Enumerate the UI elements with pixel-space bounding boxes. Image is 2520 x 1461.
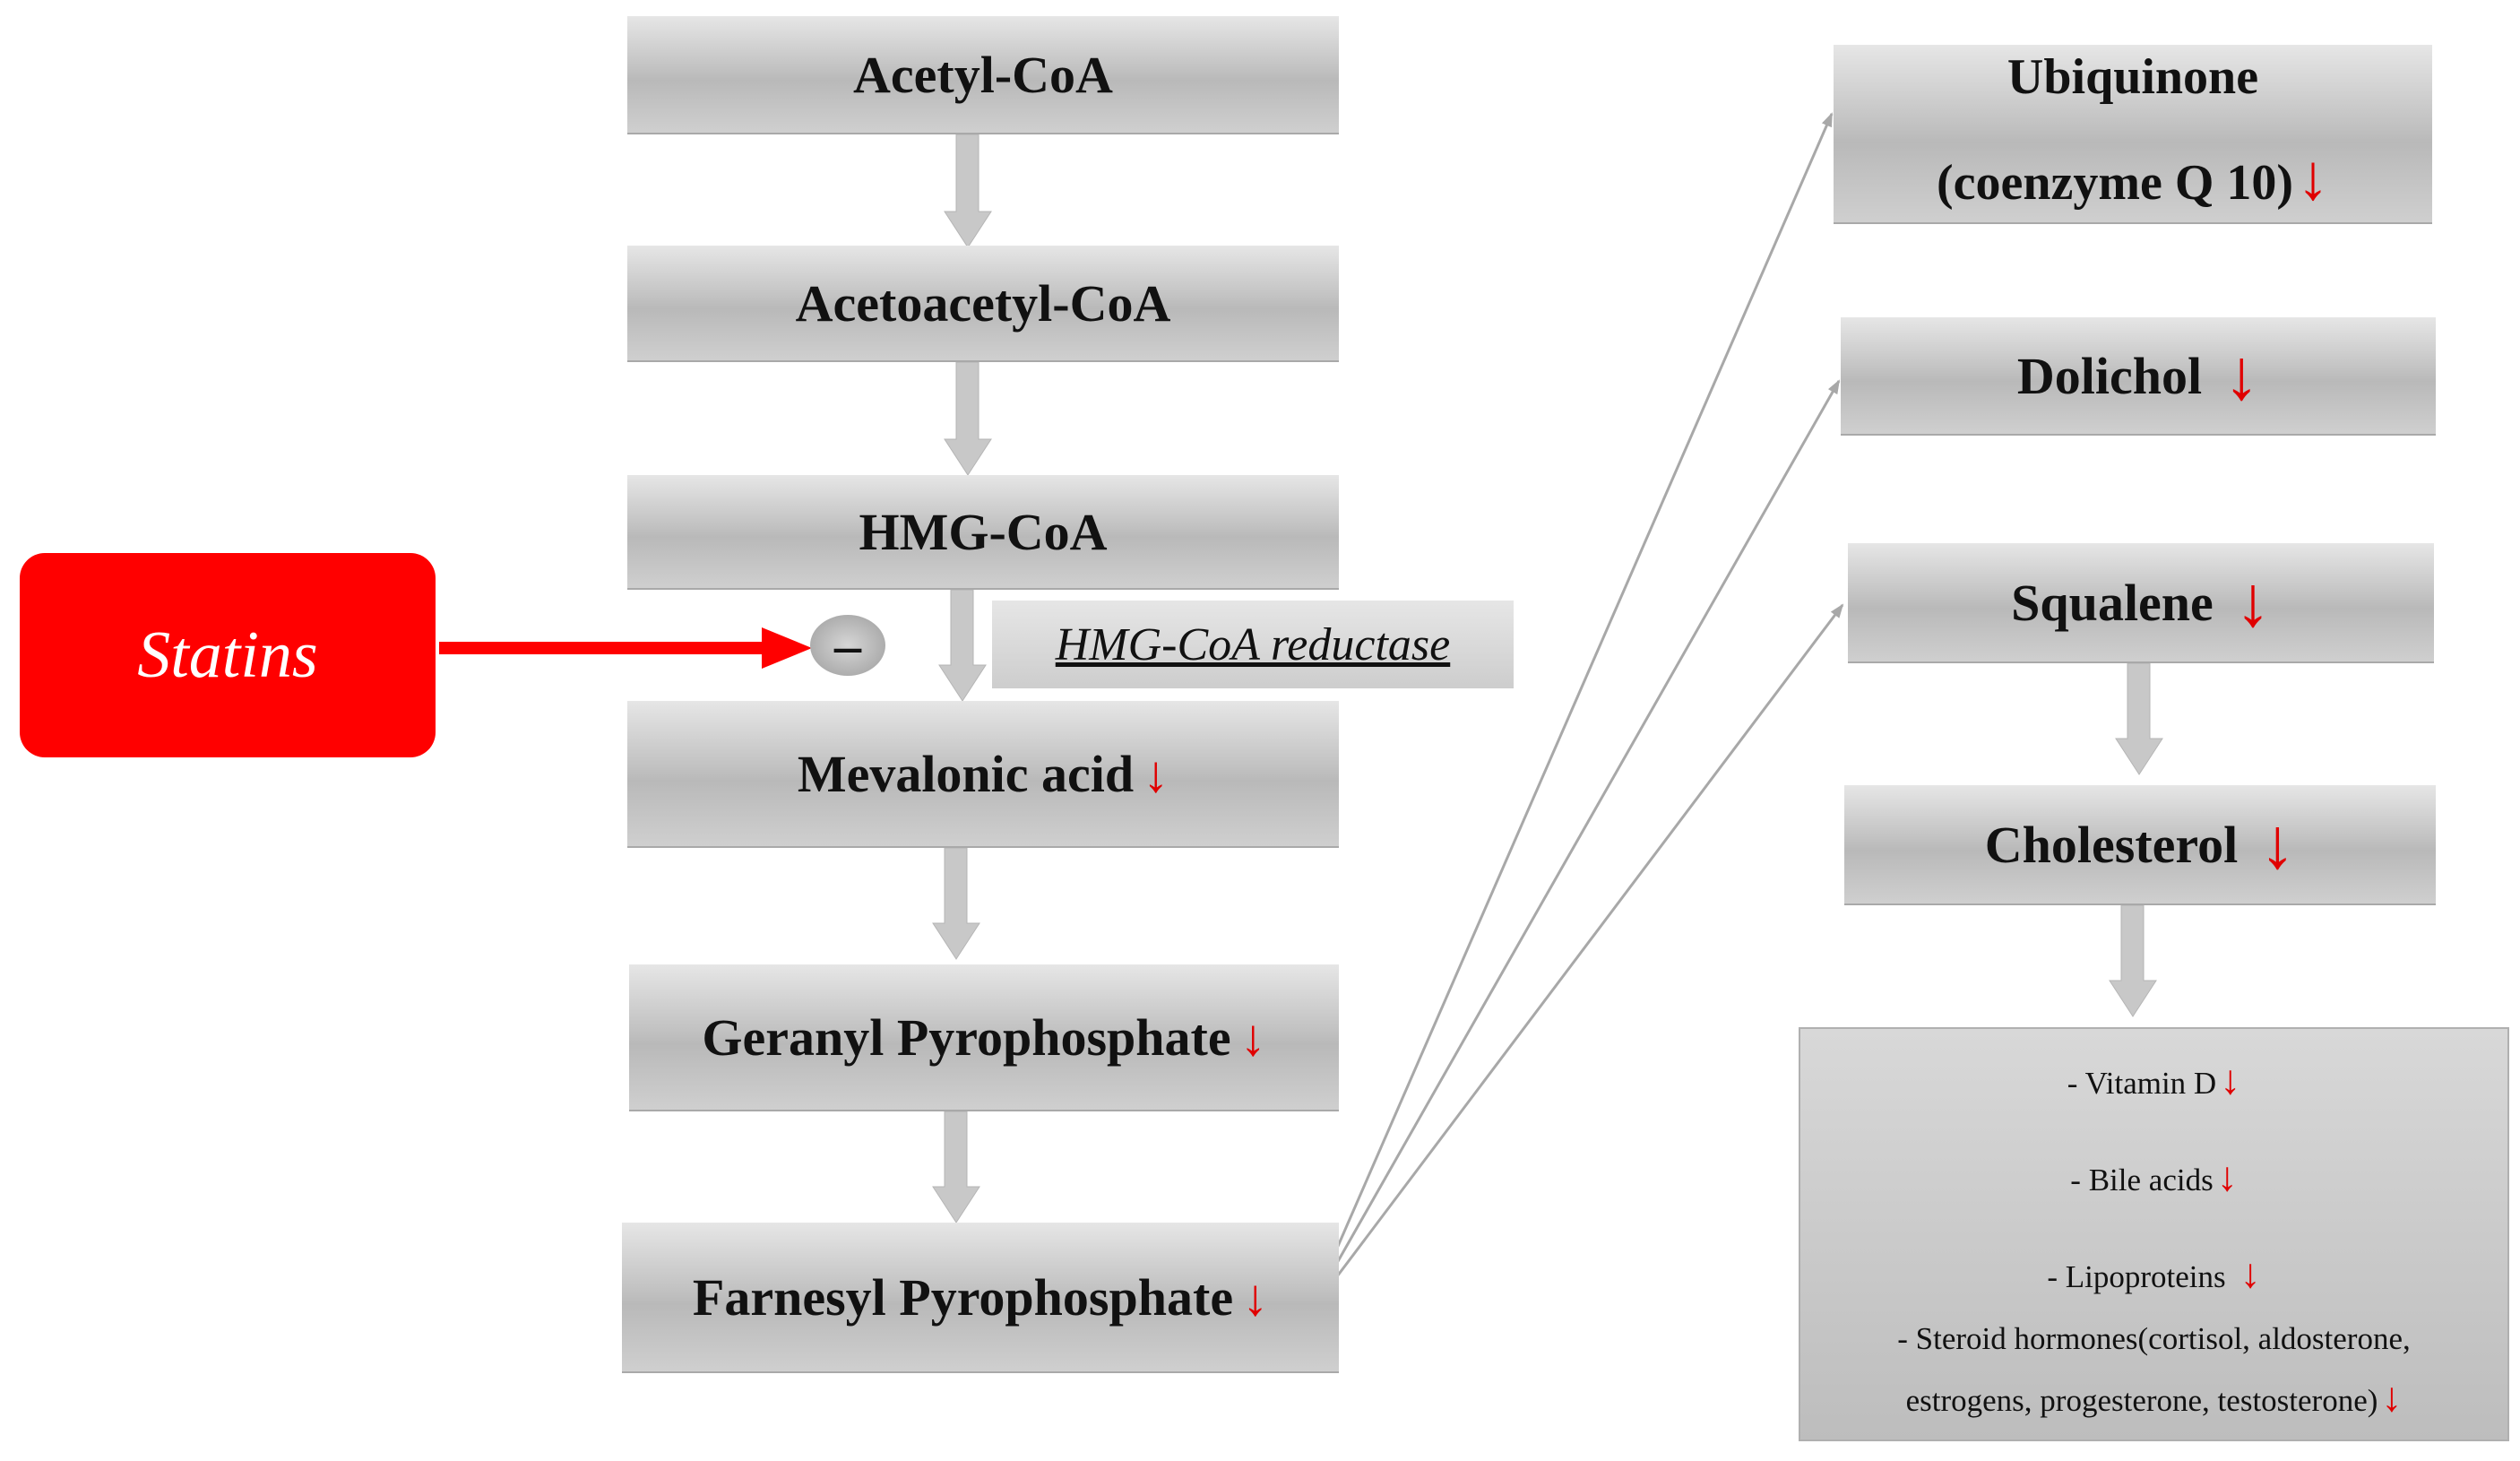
decrease-arrow-icon: ↓: [1242, 1267, 1269, 1327]
node-squalene-label: Squalene: [2011, 573, 2214, 632]
decrease-arrow-icon: ↓: [2220, 1057, 2241, 1102]
decrease-arrow-icon: ↓: [2381, 1374, 2403, 1420]
product-vitamin-d-label: - Vitamin D: [2067, 1066, 2217, 1101]
node-acetoacetyl-coa: Acetoacetyl-CoA: [627, 246, 1339, 362]
node-farnesyl-pyrophosphate-label: Farnesyl Pyrophosphate: [692, 1267, 1234, 1327]
branch-line-dolichol: [1325, 379, 1841, 1283]
decrease-arrow-icon: ↓: [2259, 804, 2296, 884]
inhibition-minus-icon: –: [810, 615, 885, 676]
statins-box: Statins: [20, 553, 436, 757]
product-steroid-line1: - Steroid hormones(cortisol, aldosterone…: [1800, 1321, 2507, 1357]
node-ubiquinone: Ubiquinone (coenzyme Q 10)↓: [1834, 45, 2432, 224]
product-steroid-line2: estrogens, progesterone, testosterone)↓: [1800, 1373, 2507, 1421]
node-dolichol: Dolichol ↓: [1841, 317, 2436, 436]
decrease-arrow-icon: ↓: [2216, 1154, 2238, 1199]
flow-arrow-4: [932, 847, 980, 960]
product-steroid-line1-label: - Steroid hormones(cortisol, aldosterone…: [1897, 1321, 2411, 1356]
statins-label: Statins: [137, 618, 318, 692]
node-squalene: Squalene ↓: [1848, 543, 2434, 663]
node-acetyl-coa-label: Acetyl-CoA: [853, 45, 1113, 104]
decrease-arrow-icon: ↓: [2223, 335, 2260, 415]
node-ubiquinone-line2-wrap: (coenzyme Q 10)↓: [1937, 121, 2329, 234]
product-lipoproteins: - Lipoproteins ↓: [1800, 1249, 2507, 1297]
enzyme-label: HMG-CoA reductase: [1055, 618, 1451, 670]
decrease-arrow-icon: ↓: [2234, 562, 2271, 642]
product-vitamin-d: - Vitamin D↓: [1800, 1056, 2507, 1103]
node-acetoacetyl-coa-label: Acetoacetyl-CoA: [795, 273, 1171, 333]
inhibition-symbol: –: [834, 616, 861, 675]
node-hmg-coa: HMG-CoA: [627, 475, 1339, 590]
node-ubiquinone-line2: (coenzyme Q 10): [1936, 155, 2294, 211]
flow-arrow-1: [944, 134, 992, 248]
decrease-arrow-icon: ↓: [1239, 1007, 1266, 1067]
node-dolichol-label: Dolichol: [2016, 346, 2203, 405]
node-cholesterol: Cholesterol ↓: [1844, 785, 2436, 905]
node-cholesterol-label: Cholesterol: [1984, 815, 2239, 874]
branch-line-ubiquinone: [1325, 112, 1834, 1274]
node-ubiquinone-line1: Ubiquinone: [2007, 49, 2259, 105]
flow-arrow-3: [938, 589, 987, 702]
product-bile-acids-label: - Bile acids: [2070, 1163, 2214, 1197]
node-farnesyl-pyrophosphate: Farnesyl Pyrophosphate↓: [622, 1223, 1339, 1373]
decrease-arrow-icon: ↓: [2297, 142, 2330, 213]
node-hmg-coa-label: HMG-CoA: [859, 502, 1108, 561]
enzyme-label-box: HMG-CoA reductase: [992, 601, 1514, 688]
decrease-arrow-icon: ↓: [1143, 744, 1169, 803]
node-acetyl-coa: Acetyl-CoA: [627, 16, 1339, 134]
flow-arrow-7: [2109, 904, 2157, 1017]
cholesterol-products-box: - Vitamin D↓ - Bile acids↓ - Lipoprotein…: [1799, 1027, 2509, 1441]
node-mevalonic-acid: Mevalonic acid↓: [627, 701, 1339, 848]
product-lipoproteins-label: - Lipoproteins: [2047, 1259, 2226, 1294]
product-steroid-line2-label: estrogens, progesterone, testosterone): [1905, 1383, 2378, 1418]
decrease-arrow-icon: ↓: [2240, 1250, 2261, 1296]
flow-arrow-5: [932, 1111, 980, 1223]
node-geranyl-pyrophosphate-label: Geranyl Pyrophosphate: [702, 1007, 1231, 1067]
statins-inhibition-arrow: [439, 627, 812, 669]
flow-arrow-2: [944, 361, 992, 476]
node-geranyl-pyrophosphate: Geranyl Pyrophosphate↓: [629, 964, 1339, 1111]
node-mevalonic-acid-label: Mevalonic acid: [797, 744, 1135, 803]
branch-line-squalene: [1325, 603, 1844, 1292]
product-bile-acids: - Bile acids↓: [1800, 1153, 2507, 1200]
flow-arrow-6: [2115, 662, 2163, 775]
